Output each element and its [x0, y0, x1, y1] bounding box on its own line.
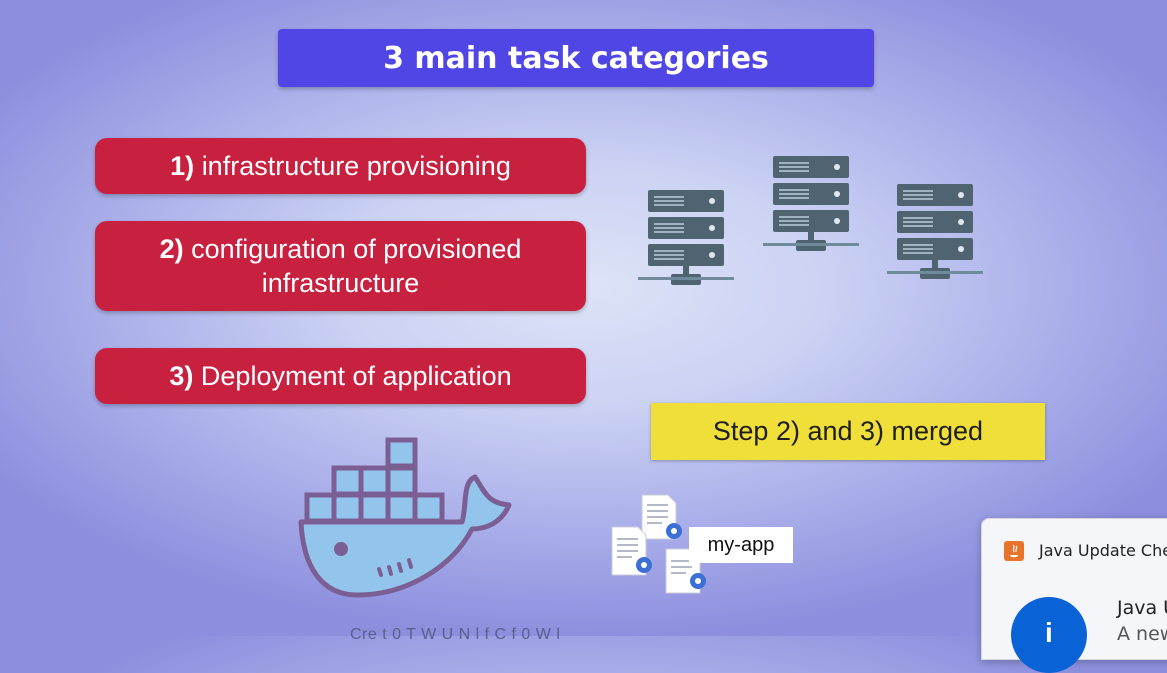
task-configuration: 2) configuration of provisioned infrastru…	[95, 221, 586, 311]
docker-whale-icon	[298, 437, 512, 598]
task-deployment: 3) Deployment of application	[95, 348, 586, 404]
task-number: 3)	[169, 361, 194, 391]
app-name-label: my-app	[689, 527, 793, 563]
caption-text: Cre t 0 T W U N l f C f 0 W l	[350, 626, 561, 643]
java-icon	[1004, 541, 1024, 561]
task-number: 2)	[159, 234, 184, 264]
config-files-icon	[611, 494, 706, 594]
notification-title: Java U	[1117, 597, 1167, 619]
task-text-line2: infrastructure	[261, 268, 420, 298]
info-icon: i	[1011, 597, 1087, 673]
server-icon	[887, 184, 983, 279]
task-number: 1)	[170, 151, 195, 181]
server-icon	[763, 156, 859, 251]
notification-body: A new	[1117, 623, 1167, 645]
notification-app-name: Java Update Che	[1039, 541, 1167, 560]
task-text: Deployment of application	[200, 361, 512, 391]
task-infrastructure-provisioning: 1) infrastructure provisioning	[95, 138, 586, 194]
merged-steps-label: Step 2) and 3) merged	[651, 403, 1045, 460]
java-update-notification[interactable]: Java Update Che i Java U A new	[981, 518, 1167, 673]
slide-title: 3 main task categories	[278, 29, 874, 87]
server-icon	[638, 190, 734, 285]
task-text: infrastructure provisioning	[201, 151, 511, 181]
task-text: configuration of provisioned	[191, 234, 522, 264]
